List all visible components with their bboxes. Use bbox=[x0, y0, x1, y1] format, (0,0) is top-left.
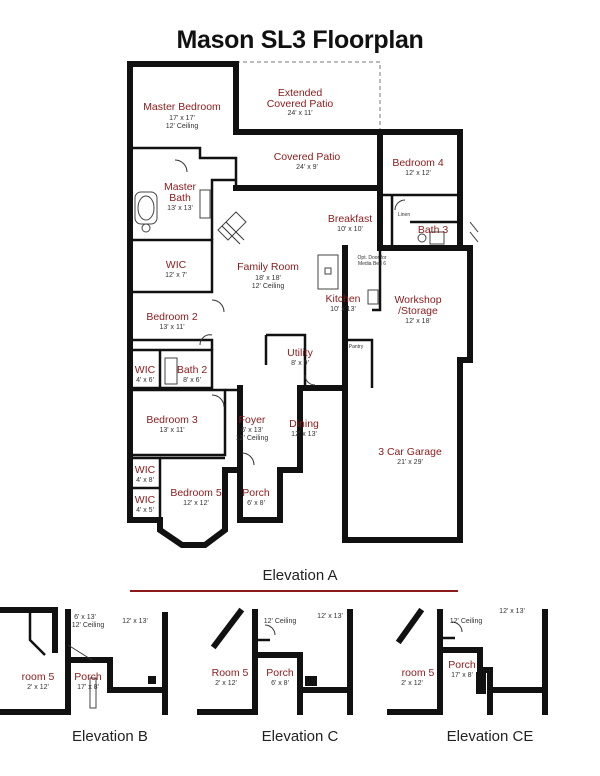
fireplace-icon bbox=[217, 211, 247, 241]
utility-dim: 8' x 9' bbox=[291, 360, 309, 367]
family-room-note: 12' Ceiling bbox=[252, 283, 285, 290]
master-bedroom-label: Master Bedroom bbox=[143, 101, 221, 113]
wic-b5-dim: 4' x 5' bbox=[136, 507, 154, 514]
toilet-icon bbox=[141, 223, 151, 233]
opt-door-note: Opt. Door for bbox=[358, 255, 387, 261]
elev-ce-dim-top2: 12' x 13' bbox=[499, 608, 525, 615]
kitchen-label: Kitchen bbox=[325, 293, 360, 305]
utility-label: Utility bbox=[287, 347, 313, 359]
elev-ce-bedroom5-dim: 2' x 12' bbox=[401, 680, 423, 687]
dining-label: Dining bbox=[289, 418, 319, 430]
workshop-label-2: /Storage bbox=[398, 305, 438, 317]
foyer-note: 12' Ceiling bbox=[236, 435, 269, 442]
elev-c-dim-top2: 12' x 13' bbox=[317, 613, 343, 620]
porch-dim: 6' x 8' bbox=[247, 500, 265, 507]
elev-b-bedroom5-dim: 2' x 12' bbox=[27, 684, 49, 691]
elev-c-bedroom5: Room 5 bbox=[212, 667, 249, 679]
room-labels: Extended Covered Patio 24' x 11' Master … bbox=[135, 87, 449, 514]
wic-b3-label: WIC bbox=[135, 464, 156, 476]
bedroom2-dim: 13' x 11' bbox=[159, 324, 184, 331]
garage-dim: 21' x 29' bbox=[397, 459, 423, 466]
elev-c-porch: Porch bbox=[266, 667, 294, 679]
master-bedroom-dim: 17' x 17' bbox=[169, 115, 195, 122]
bath2-dim: 8' x 6' bbox=[183, 377, 201, 384]
dining-dim: 12' x 13' bbox=[291, 431, 317, 438]
elev-c-ceiling: 12' Ceiling bbox=[264, 618, 297, 625]
bedroom4-label: Bedroom 4 bbox=[392, 157, 444, 169]
master-bath-dim: 13' x 13' bbox=[167, 205, 193, 212]
elevation-c-plan: 12' Ceiling 12' x 13' Room 5 2' x 12' Po… bbox=[197, 607, 353, 715]
elev-ce-bedroom5: room 5 bbox=[402, 667, 435, 679]
elev-b-bedroom5: room 5 bbox=[22, 671, 55, 683]
wic-b3-dim: 4' x 8' bbox=[136, 477, 154, 484]
elev-b-porch: Porch bbox=[74, 671, 102, 683]
wic-b5-label: WIC bbox=[135, 494, 156, 506]
elev-b-dim-top2: 12' x 13' bbox=[122, 618, 148, 625]
bedroom5-dim: 12' x 12' bbox=[183, 500, 209, 507]
elevation-c-label: Elevation C bbox=[262, 728, 339, 745]
foyer-label: Foyer bbox=[239, 414, 266, 426]
garage-label: 3 Car Garage bbox=[378, 446, 442, 458]
master-bath-label: Master bbox=[164, 181, 197, 193]
family-room-dim: 18' x 18' bbox=[255, 275, 281, 282]
master-bedroom-note: 12' Ceiling bbox=[166, 123, 199, 130]
elevation-b-label: Elevation B bbox=[72, 728, 148, 745]
extended-patio-label-2: Covered Patio bbox=[267, 98, 334, 110]
workshop-label: Workshop bbox=[394, 294, 441, 306]
elev-c-porch-dim: 6' x 8' bbox=[271, 680, 289, 687]
extended-patio-dim: 24' x 11' bbox=[287, 110, 312, 117]
bedroom5-label: Bedroom 5 bbox=[170, 487, 222, 499]
bedroom4-dim: 12' x 12' bbox=[405, 170, 431, 177]
wic-master-label: WIC bbox=[166, 259, 187, 271]
wic-b2-label: WIC bbox=[135, 364, 156, 376]
extended-patio-label: Extended bbox=[278, 87, 323, 99]
breakfast-label: Breakfast bbox=[328, 213, 372, 225]
elev-ce-porch: Porch bbox=[448, 659, 476, 671]
elev-b-dim-top1: 6' x 13' bbox=[74, 614, 96, 621]
elev-ce-porch-dim: 17' x 8' bbox=[451, 672, 473, 679]
bath2-tub-icon bbox=[164, 357, 178, 385]
master-bath-label-2: Bath bbox=[169, 192, 191, 204]
door-swings bbox=[174, 159, 406, 466]
wic-master-dim: 12' x 7' bbox=[165, 272, 187, 279]
bedroom3-label: Bedroom 3 bbox=[146, 414, 198, 426]
foyer-dim: 6' x 13' bbox=[241, 427, 263, 434]
elev-b-ceiling: 12' Ceiling bbox=[72, 622, 105, 629]
bedroom2-label: Bedroom 2 bbox=[146, 311, 198, 323]
covered-patio-label: Covered Patio bbox=[274, 151, 341, 163]
page-title: Mason SL3 Floorplan bbox=[176, 26, 424, 54]
breakfast-dim: 10' x 10' bbox=[337, 226, 363, 233]
stove-icon bbox=[367, 289, 379, 305]
pantry-label: Pantry bbox=[349, 344, 364, 350]
bedroom3-dim: 13' x 11' bbox=[159, 427, 184, 434]
workshop-dim: 12' x 18' bbox=[405, 318, 431, 325]
interior-walls bbox=[130, 146, 460, 520]
elev-c-bedroom5-dim: 2' x 12' bbox=[215, 680, 237, 687]
porch-label: Porch bbox=[242, 487, 270, 499]
elevation-b-plan: 6' x 13' 12' Ceiling 12' x 13' room 5 2'… bbox=[0, 607, 168, 715]
covered-patio-dim: 24' x 9' bbox=[296, 164, 318, 171]
bath3-sink-icon bbox=[429, 231, 445, 245]
vanity-icon bbox=[199, 189, 211, 219]
wic-b2-dim: 4' x 6' bbox=[136, 377, 154, 384]
fixtures bbox=[134, 189, 479, 385]
bath2-label: Bath 2 bbox=[177, 364, 208, 376]
elevation-ce-plan: 12' Ceiling 12' x 13' room 5 2' x 12' Po… bbox=[387, 607, 548, 715]
family-room-label: Family Room bbox=[237, 261, 299, 273]
opt-door-note-2: Media Bed 6 bbox=[358, 261, 386, 267]
elevation-a-label: Elevation A bbox=[262, 567, 337, 584]
kitchen-dim: 10' x 13' bbox=[330, 306, 356, 313]
elev-b-porch-dim: 17' x 8' bbox=[77, 684, 99, 691]
elev-ce-ceiling: 12' Ceiling bbox=[450, 618, 483, 625]
linen-label: Linen bbox=[398, 212, 410, 218]
elevation-ce-label: Elevation CE bbox=[447, 728, 534, 745]
bath3-label: Bath 3 bbox=[418, 224, 449, 236]
